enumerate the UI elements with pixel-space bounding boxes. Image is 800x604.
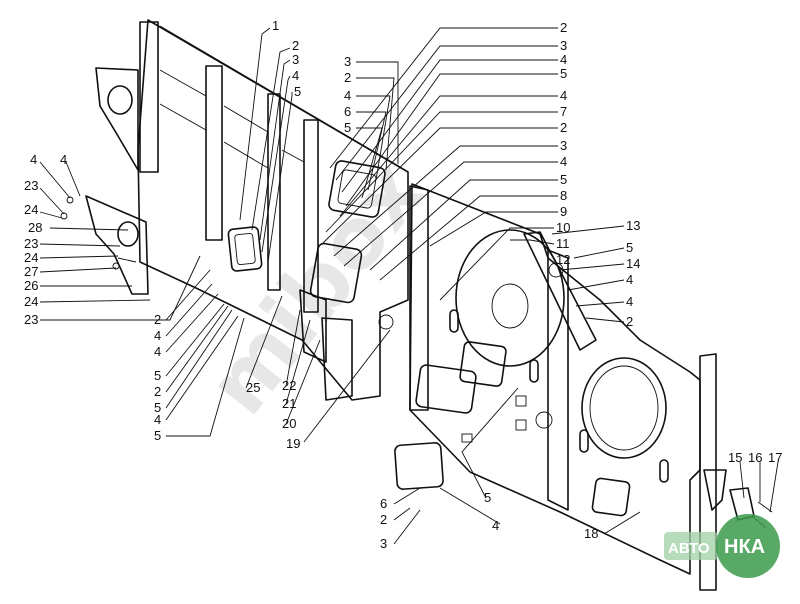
lower-flange xyxy=(321,317,353,401)
callout: 6 xyxy=(344,104,351,119)
callout: 4 xyxy=(60,152,67,167)
callout: 2 xyxy=(626,314,633,329)
callout: 4 xyxy=(626,294,633,309)
callout: 23 xyxy=(24,178,38,193)
callout: 2 xyxy=(344,70,351,85)
callout: 26 xyxy=(24,278,38,293)
callout: 14 xyxy=(626,256,640,271)
callout: 4 xyxy=(344,88,351,103)
callout: 19 xyxy=(286,436,300,451)
right-post-1 xyxy=(409,185,429,411)
callout: 13 xyxy=(626,218,640,233)
callout: 2 xyxy=(560,120,567,135)
right-post-2 xyxy=(547,249,569,511)
leader-lines xyxy=(39,27,779,545)
slot-2 xyxy=(529,359,539,383)
hatch-2 xyxy=(309,242,363,304)
left-post-4 xyxy=(303,119,319,313)
hook-bracket xyxy=(703,469,727,511)
hatch-5 xyxy=(415,364,477,414)
callout: 3 xyxy=(344,54,351,69)
callout: 17 xyxy=(768,450,782,465)
callout: 18 xyxy=(584,526,598,541)
callout: 6 xyxy=(380,496,387,511)
callout: 2 xyxy=(560,20,567,35)
ring-flange-left xyxy=(455,229,565,367)
callout: 8 xyxy=(560,188,567,203)
logo-left-text: АВТО xyxy=(668,540,710,557)
callout: 27 xyxy=(24,264,38,279)
callout: 21 xyxy=(282,396,296,411)
callout: 4 xyxy=(30,152,37,167)
callout: 24 xyxy=(24,202,38,217)
callout: 5 xyxy=(154,368,161,383)
loose-hatch-frame xyxy=(394,442,444,490)
callout: 2 xyxy=(154,384,161,399)
left-bracket xyxy=(60,195,149,295)
callout: 28 xyxy=(28,220,42,235)
callout: 4 xyxy=(292,68,299,83)
callout: 5 xyxy=(154,428,161,443)
callout: 22 xyxy=(282,378,296,393)
callout: 5 xyxy=(344,120,351,135)
callout: 23 xyxy=(24,236,38,251)
left-post-1 xyxy=(139,21,159,173)
callout: 4 xyxy=(154,412,161,427)
ring-flange-right xyxy=(581,357,667,459)
left-post-3 xyxy=(267,93,281,291)
callout: 2 xyxy=(154,312,161,327)
callout: 10 xyxy=(556,220,570,235)
logo: АВТО НКА xyxy=(664,514,780,578)
callout: 4 xyxy=(154,328,161,343)
callout: 4 xyxy=(154,344,161,359)
callout: 4 xyxy=(560,88,567,103)
callout: 4 xyxy=(626,272,633,287)
callout: 3 xyxy=(560,38,567,53)
hatch-4 xyxy=(459,341,507,387)
callout: 5 xyxy=(484,490,491,505)
callout: 3 xyxy=(560,138,567,153)
callout: 23 xyxy=(24,312,38,327)
logo-right-text: НКА xyxy=(724,536,765,558)
hatch-6 xyxy=(591,477,631,517)
callout: 11 xyxy=(556,236,570,251)
slot-3 xyxy=(579,429,589,453)
callout: 12 xyxy=(556,252,570,267)
callout: 1 xyxy=(272,18,279,33)
callout: 5 xyxy=(154,400,161,415)
callout: 4 xyxy=(560,154,567,169)
callout: 16 xyxy=(748,450,762,465)
diagonal-strap xyxy=(523,231,597,351)
callout: 5 xyxy=(560,66,567,81)
callout: 3 xyxy=(292,52,299,67)
callout-labels: 1 2 3 4 5 3 2 4 6 5 2 3 4 5 4 7 2 3 4 5 … xyxy=(24,18,782,551)
callout: 5 xyxy=(560,172,567,187)
slot-1 xyxy=(449,309,459,333)
slot-4 xyxy=(659,459,669,483)
callout: 2 xyxy=(292,38,299,53)
left-gusset xyxy=(95,67,139,171)
callout: 20 xyxy=(282,416,296,431)
callout: 5 xyxy=(294,84,301,99)
callout: 2 xyxy=(380,512,387,527)
callout: 24 xyxy=(24,250,38,265)
callout: 24 xyxy=(24,294,38,309)
callout: 5 xyxy=(626,240,633,255)
left-panel xyxy=(95,19,409,401)
callout: 25 xyxy=(246,380,260,395)
callout: 3 xyxy=(380,536,387,551)
callout: 7 xyxy=(560,104,567,119)
callout: 4 xyxy=(492,518,499,533)
callout: 15 xyxy=(728,450,742,465)
callout: 4 xyxy=(560,52,567,67)
hatch-1 xyxy=(227,226,263,272)
left-post-2 xyxy=(205,65,223,241)
callout: 9 xyxy=(560,204,567,219)
